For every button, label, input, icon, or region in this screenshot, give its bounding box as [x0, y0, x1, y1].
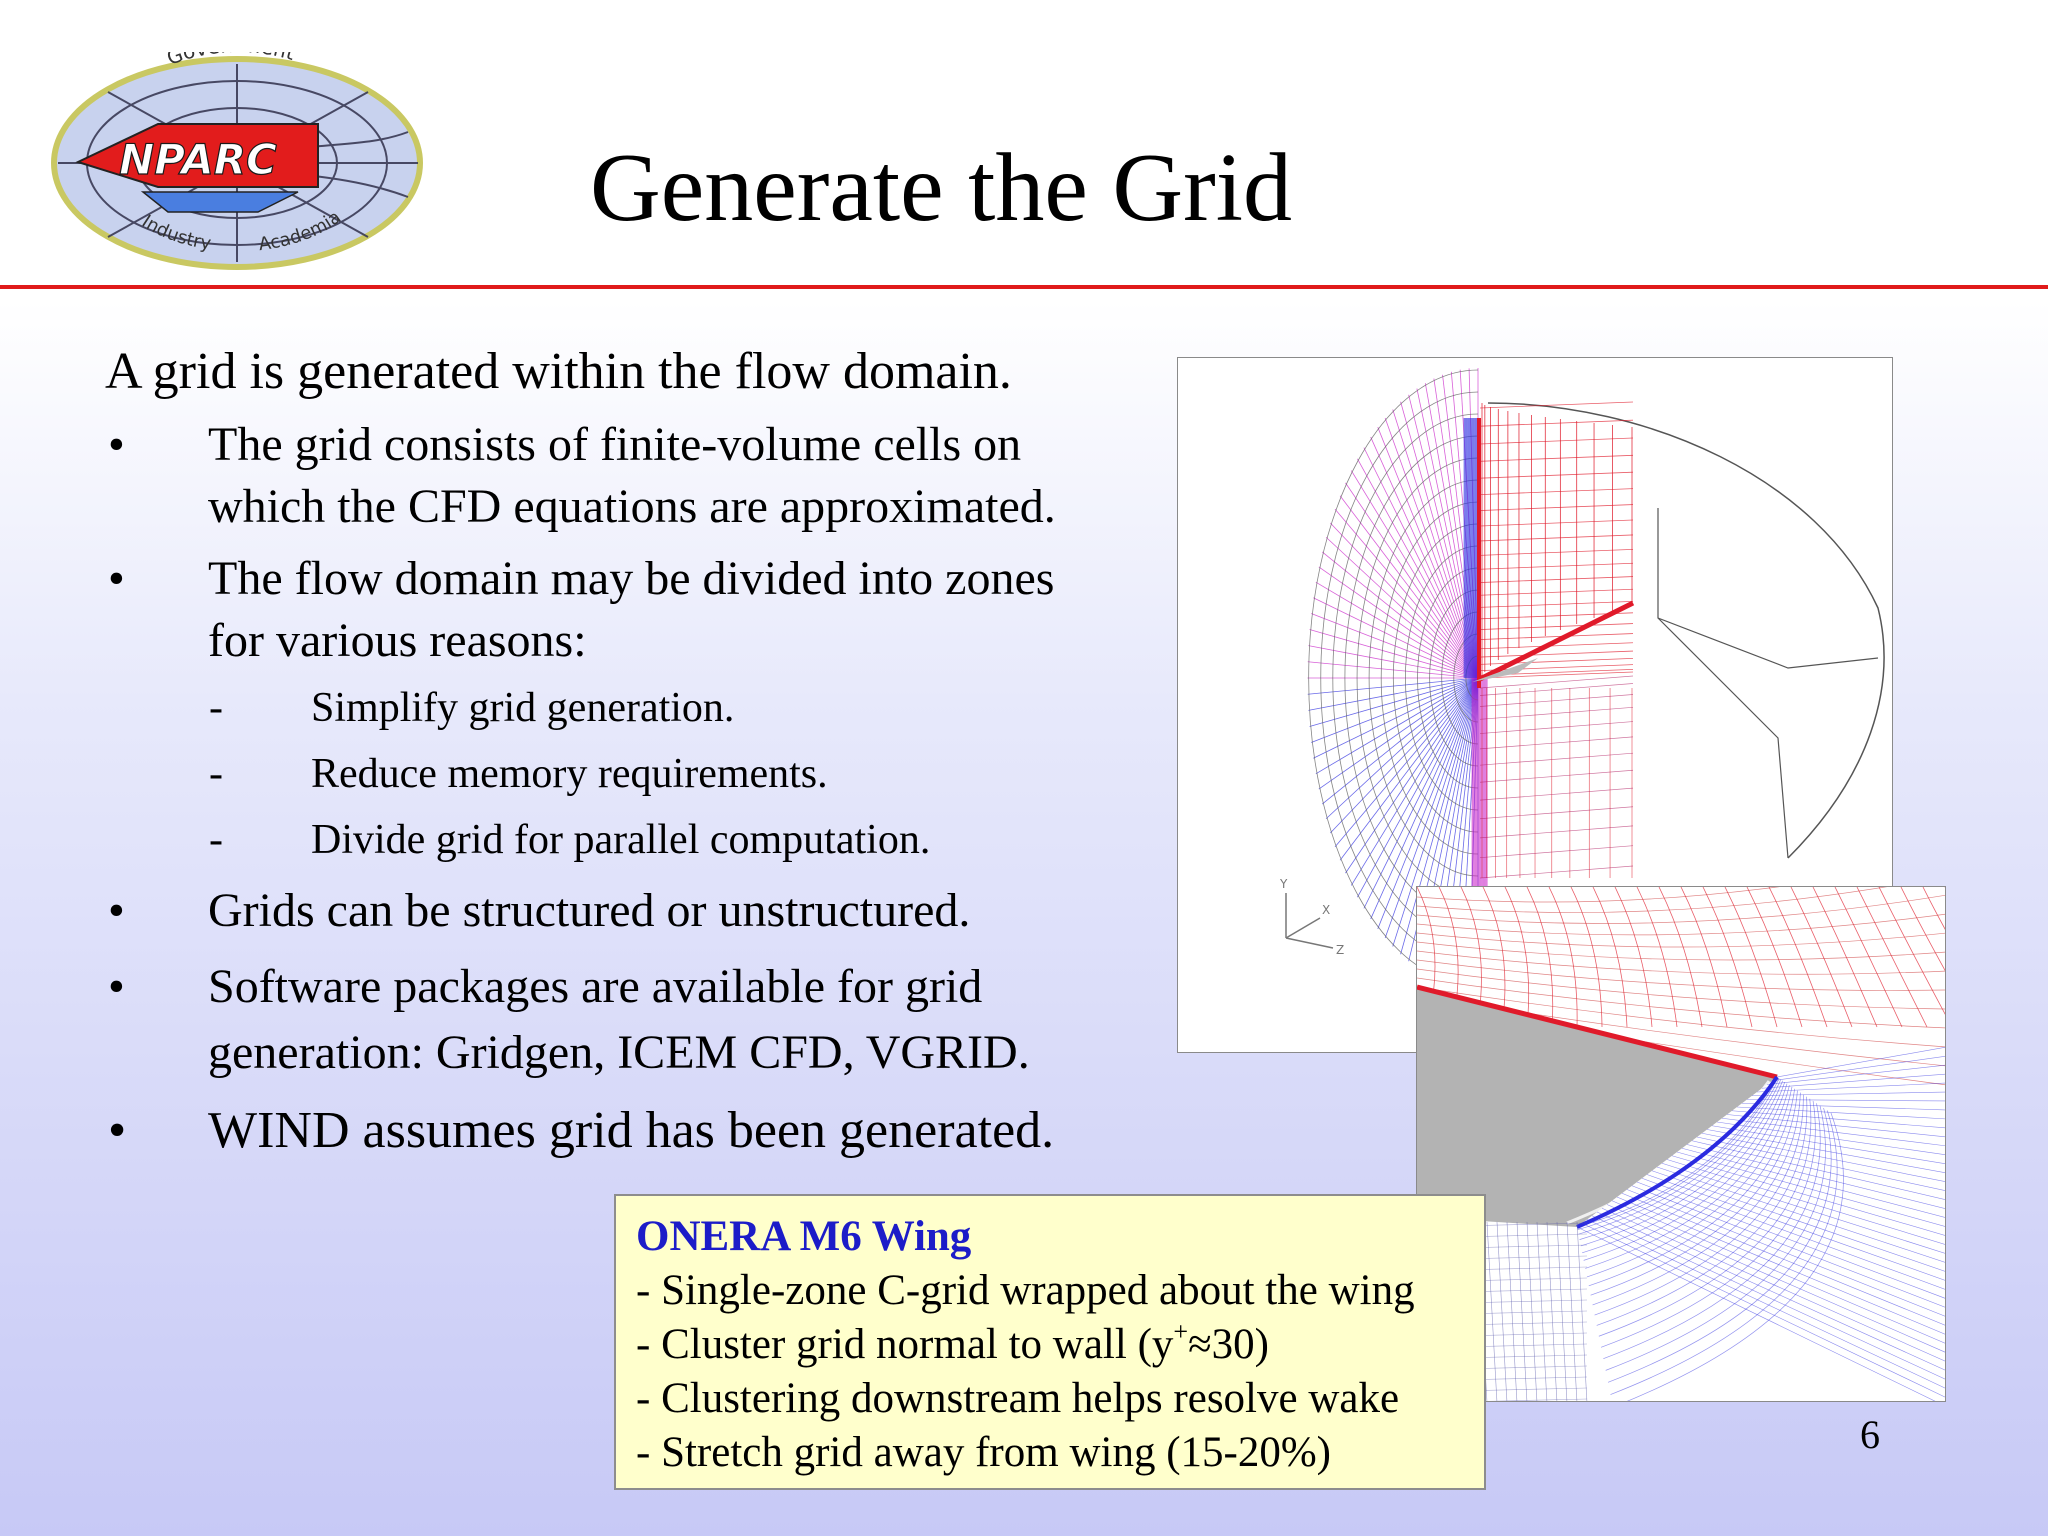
bullet-marker: •: [108, 1102, 127, 1159]
dash-marker: -: [209, 751, 223, 797]
header-divider: [0, 285, 2048, 289]
caption-title: ONERA M6 Wing: [636, 1213, 972, 1260]
bullet-line: The grid consists of finite-volume cells…: [208, 418, 1022, 471]
lead-text: A grid is generated within the flow doma…: [105, 343, 1012, 400]
bullet-line: The flow domain may be divided into zone…: [208, 552, 1055, 605]
caption-line: - Clustering downstream helps resolve wa…: [636, 1375, 1400, 1422]
sub-bullet-text: Reduce memory requirements.: [311, 751, 828, 797]
bullet-marker: •: [108, 552, 125, 605]
logo-wordmark: NPARC: [119, 135, 277, 184]
axis-label-y: Y: [1279, 877, 1288, 891]
sub-bullet-text: Simplify grid generation.: [311, 685, 735, 731]
dash-marker: -: [209, 685, 223, 731]
slide-body: A grid is generated within the flow doma…: [105, 340, 1165, 1164]
bullet-line: WIND assumes grid has been generated.: [208, 1102, 1055, 1159]
bullet-marker: •: [108, 884, 125, 937]
sub-bullet-text: Divide grid for parallel computation.: [311, 817, 931, 863]
bullet-item: • WIND assumes grid has been generated.: [105, 1098, 1165, 1164]
wing-closeup-image: [1416, 886, 1946, 1402]
nparc-logo: NPARC Government Industry Academia: [51, 52, 423, 270]
bullet-marker: •: [108, 418, 125, 471]
axis-label-x: X: [1322, 903, 1330, 917]
bullet-line: generation: Gridgen, ICEM CFD, VGRID.: [208, 1026, 1030, 1079]
axis-label-z: Z: [1336, 943, 1344, 957]
sub-bullet-item: - Simplify grid generation.: [105, 680, 1165, 736]
bullet-marker: •: [108, 960, 125, 1013]
sub-bullet-item: - Divide grid for parallel computation.: [105, 812, 1165, 868]
caption-box: ONERA M6 Wing - Single-zone C-grid wrapp…: [614, 1194, 1486, 1490]
bullet-line: Software packages are available for grid: [208, 960, 983, 1013]
sub-bullet-item: - Reduce memory requirements.: [105, 746, 1165, 802]
caption-line: - Single-zone C-grid wrapped about the w…: [636, 1267, 1415, 1314]
bullet-item: • The grid consists of finite-volume cel…: [105, 414, 1165, 538]
bullet-line: Grids can be structured or unstructured.: [208, 884, 971, 937]
dash-marker: -: [209, 817, 223, 863]
bullet-line: which the CFD equations are approximated…: [208, 480, 1056, 533]
axis-triad: [1285, 893, 1334, 949]
page-number: 6: [1860, 1412, 1880, 1457]
bullet-item: • Software packages are available for gr…: [105, 954, 1165, 1086]
bullet-item: • Grids can be structured or unstructure…: [105, 880, 1165, 942]
caption-line: - Cluster grid normal to wall (y+≈30): [636, 1317, 1269, 1369]
caption-line: - Stretch grid away from wing (15-20%): [636, 1429, 1331, 1476]
bullet-item: • The flow domain may be divided into zo…: [105, 548, 1165, 672]
closeup-grid-drawing: [1417, 887, 1945, 1401]
page-title: Generate the Grid: [590, 134, 1292, 242]
bullet-line: for various reasons:: [208, 614, 587, 667]
